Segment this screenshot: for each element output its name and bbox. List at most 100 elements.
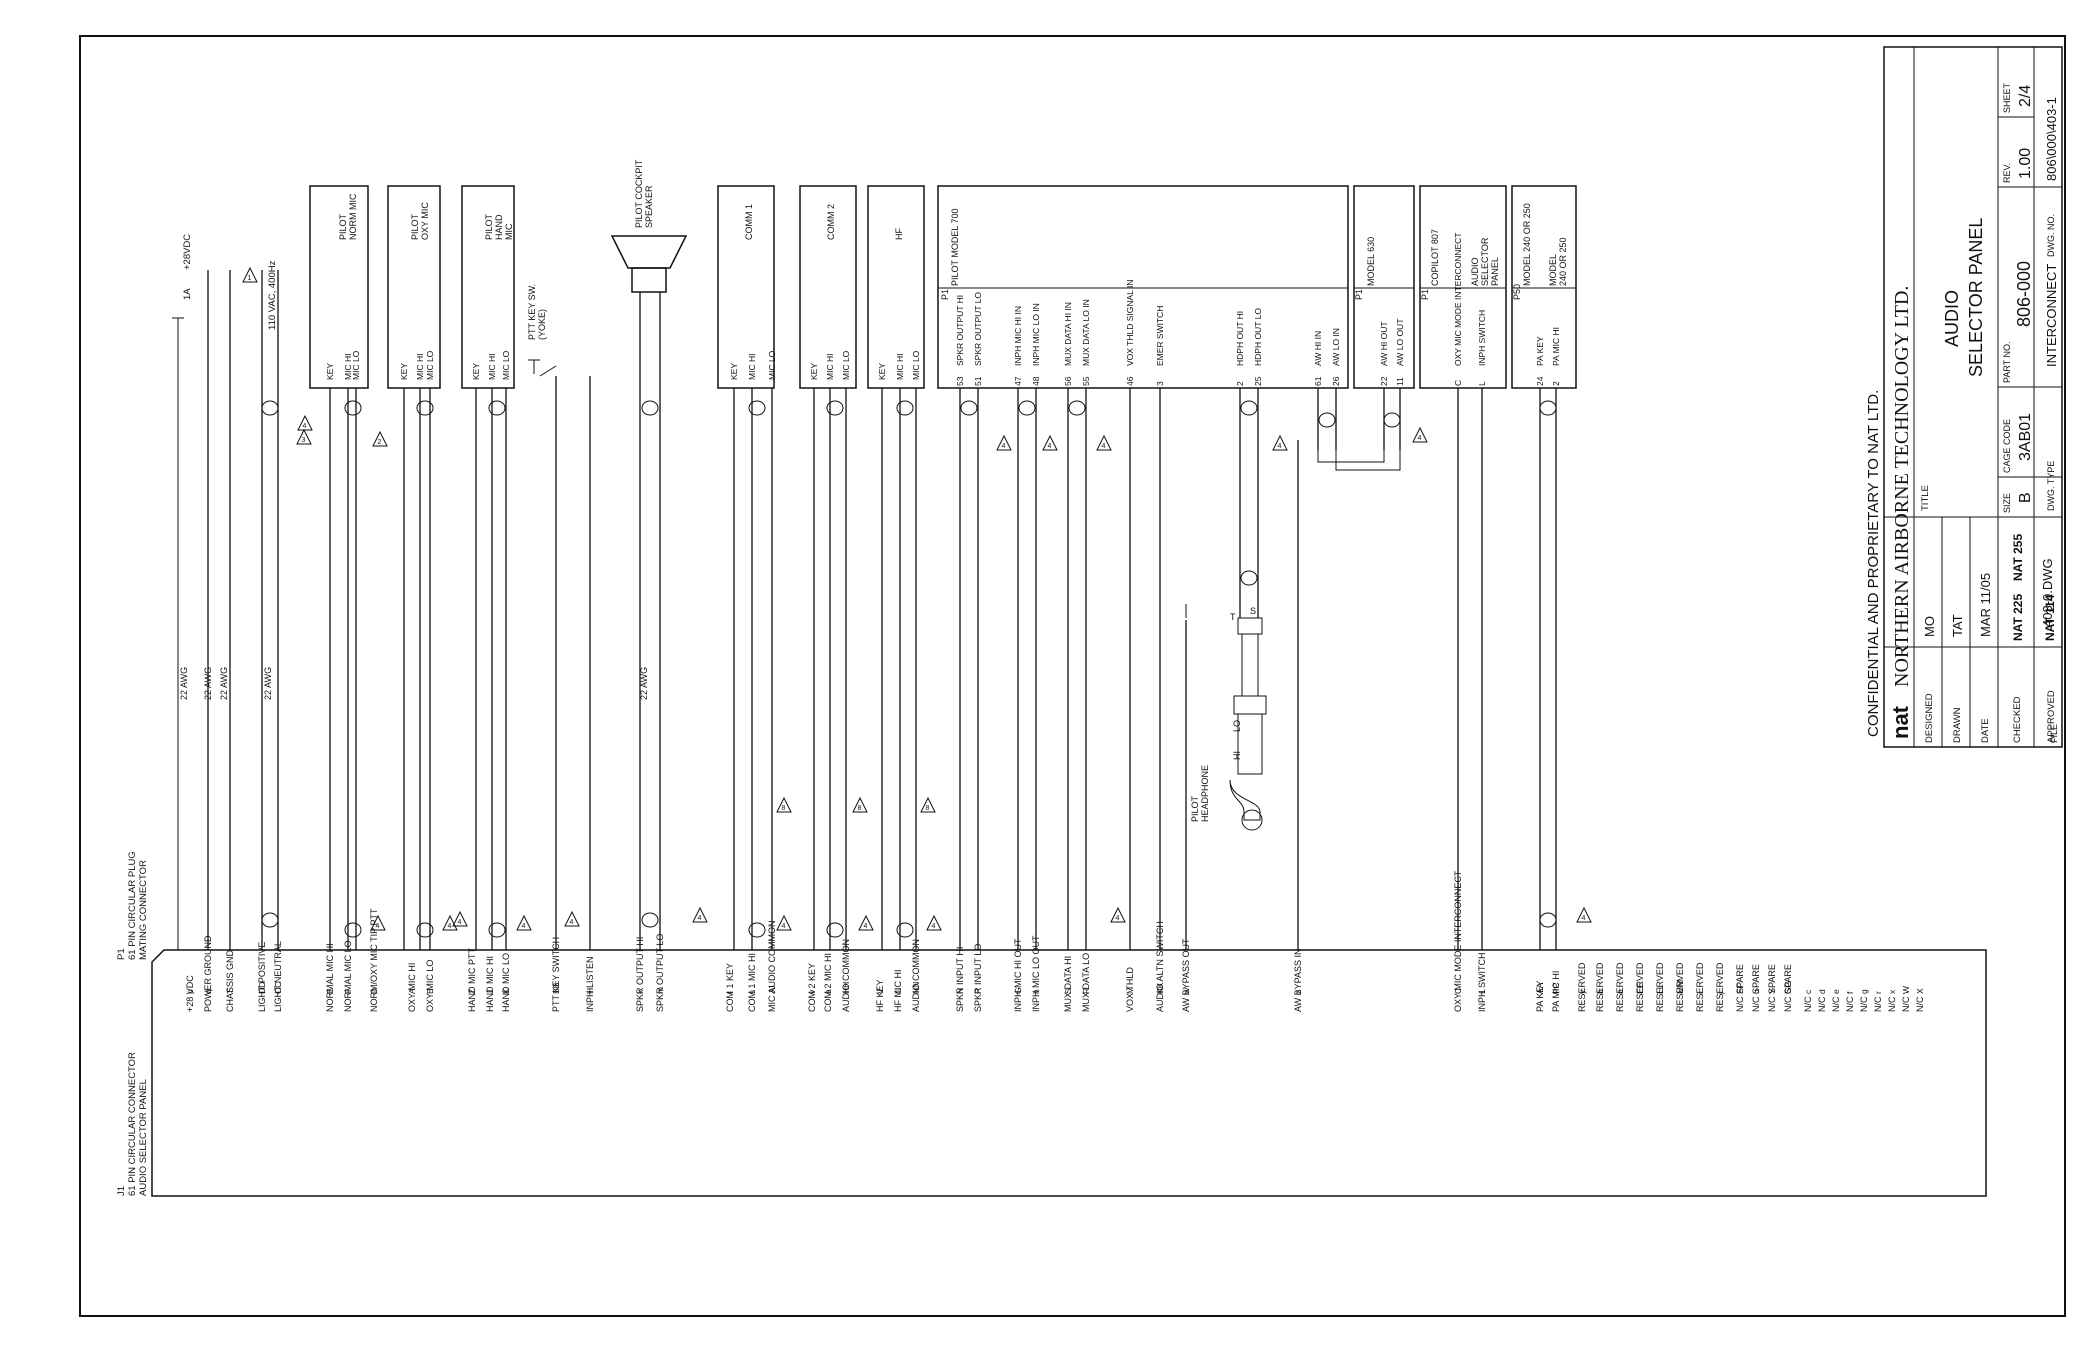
j1-pin-label-GG-group: N/C SPARE <box>1783 964 1793 1012</box>
j1-pin-label-n-group: RESERVED <box>1615 962 1625 1012</box>
j1-pin-label-M-group: VOX THLD <box>1125 967 1135 1012</box>
m630-pin-label-11-group: AW LO OUT <box>1395 319 1405 366</box>
headphone-label-2: HEADPHONE <box>1200 765 1210 822</box>
shield-low-hf <box>896 922 914 938</box>
device-pin-comm-2-0: KEY <box>809 363 819 380</box>
j1-pin-label-b: RESERVED <box>1595 962 1605 1012</box>
m700-pin-num-53: 53 <box>955 376 965 386</box>
j1-pin-label-i: RESERVED <box>1695 962 1705 1012</box>
nat-logo: nat <box>1888 705 1913 739</box>
j1-pin-label-x: N/C <box>1887 996 1897 1012</box>
pilot-headphone: PILOT HEADPHONE T S HI LO <box>1185 604 1267 831</box>
j1-pin-label-G-group: INPH MIC HI OUT <box>1013 938 1023 1012</box>
j1-pin-G: G <box>1013 987 1023 994</box>
note-comm-2-number: 4 <box>864 923 868 930</box>
device-pin-pilot-oxy-mic-2-group: MIC LO <box>425 350 435 380</box>
j1-pin-R: R <box>1081 988 1091 994</box>
j1-pin-MM-group: MM <box>1675 980 1685 994</box>
j1-pin-label-T-group: CHASSIS GND <box>225 949 235 1012</box>
j1-pin-label-L-group: INPH SWITCH <box>1477 953 1487 1013</box>
shield-low-comm-1 <box>748 922 766 938</box>
device-pin-comm-2-2: MIC LO <box>841 350 851 380</box>
device-box-hf <box>867 185 925 389</box>
j1-pin-label-k-group: SPKR OUTPUT HI <box>635 937 645 1012</box>
j1-pin-label-JJ: MIC AUDIO COMMON <box>767 921 777 1013</box>
m240-header-p50: P50 <box>1512 284 1522 300</box>
j1-pin-PP: PP <box>1551 982 1561 994</box>
note-m240-group: 4 <box>1576 906 1592 923</box>
device-title-comm-1-0-group: COMM 1 <box>744 204 754 240</box>
j1-pin-NN-group: NN <box>911 982 921 994</box>
size-value: B <box>2017 492 2034 503</box>
j1-pin-label-c-group: N/C <box>1803 996 1813 1012</box>
note-low-2 <box>692 906 708 923</box>
device-pin-hf-2-group: MIC LO <box>911 350 921 380</box>
note-oxy-mic-group: 2 <box>372 430 388 447</box>
j1-pin-n-group: n <box>1615 989 1625 994</box>
j1-pin-label-DD-group: LIGHT POSITIVE <box>257 942 267 1012</box>
note-m240-number: 4 <box>1582 915 1586 922</box>
j1-pin-label-PP: PA MIC HI <box>1551 971 1561 1012</box>
j1-pin-label-AA-group: PA KEY <box>1535 981 1545 1012</box>
device-title-pilot-oxy-mic-1-group: OXY MIC <box>420 202 430 240</box>
device-title-pilot-hand-mic-2: MIC <box>504 223 514 240</box>
m700-pin-num-26-group: 26 <box>1331 376 1341 386</box>
note-comm2-b <box>852 796 868 813</box>
shield-aw-out <box>1383 412 1401 428</box>
j1-pin-u: u <box>1751 989 1761 994</box>
j1-pin-label-L: INPH SWITCH <box>1477 953 1487 1013</box>
note-hf-group: 4 <box>926 914 942 931</box>
m700-pin-label-56-group: MUX DATA HI IN <box>1063 302 1073 366</box>
note-pilot-norm-mic-number: 4 <box>376 923 380 930</box>
shield-m700-spkr <box>960 400 978 416</box>
j1-pin-label-U-group: HF MIC HI <box>893 970 903 1013</box>
m700-pin-label-55-group: MUX DATA LO IN <box>1081 299 1091 366</box>
m700-pin-label-46-group: VOX THLD SIGNAL IN <box>1125 280 1135 366</box>
j1-pin-label-w-group: AW BYPASS OUT <box>1181 938 1191 1012</box>
note-norm-mic-group: 3 <box>296 428 312 445</box>
ptt-switch-line2: (YOKE) <box>537 309 547 340</box>
p1-label-line2: 61 PIN CIRCULAR PLUG <box>127 851 138 960</box>
j1-pin-H: H <box>585 988 595 994</box>
j1-pin-label-D: NORM/OXY MIC TIP PTT <box>369 908 379 1012</box>
j1-pin-E-group: E <box>325 988 335 994</box>
m700-header-p1: P1 <box>940 289 950 300</box>
part-value: 806-000 <box>2014 261 2034 327</box>
j1-pin-label-p-group: +28 VDC <box>185 975 195 1012</box>
date-label: DATE <box>1980 718 1991 743</box>
j1-pin-h: h <box>1031 989 1041 994</box>
m630-pin-label-22-group: AW HI OUT <box>1379 321 1389 366</box>
device-pin-pilot-norm-mic-1-group: MIC HI <box>343 354 353 380</box>
m700-pin-label-26-group: AW LO IN <box>1331 328 1341 366</box>
j1-pin-q-group: q <box>203 989 213 994</box>
m630-header-title: MODEL 630 <box>1366 237 1376 286</box>
m240-header-title: MODEL 240 OR 250 <box>1522 203 1532 286</box>
j1-pin-label-EE-group: RESERVED <box>1635 962 1645 1012</box>
note-pilot-hand-mic-group: 4 <box>516 914 532 931</box>
device-pin-hf-1: MIC HI <box>895 354 905 380</box>
speaker-cone <box>610 235 688 269</box>
m700-pin-label-3-group: EMER SWITCH <box>1155 306 1165 366</box>
j1-pin-m-group: m <box>655 987 665 994</box>
shield-pilot-norm-mic <box>344 400 362 416</box>
device-title-comm-2-0: COMM 2 <box>826 204 836 240</box>
shield-hf <box>896 400 914 416</box>
j1-pin-label-z-group: AW BYPASS IN <box>1293 948 1303 1012</box>
j1-pin-x-group: x <box>1887 989 1897 994</box>
device-title-pilot-hand-mic-0: PILOT <box>484 213 494 240</box>
m700-pin-num-53-group: 53 <box>955 376 965 386</box>
m700-pin-label-25: HDPH OUT LO <box>1253 308 1263 366</box>
j1-pin-v-group: v <box>807 989 817 994</box>
j1-pin-Z: Z <box>467 989 477 994</box>
j1-pin-u-group: u <box>1751 989 1761 994</box>
speaker-magnet <box>631 267 667 293</box>
drawn-value: TAT <box>1950 614 1965 637</box>
j1-pin-label-JJ-group: MIC AUDIO COMMON <box>767 921 777 1013</box>
note-m700-3-group: 4 <box>1096 434 1112 451</box>
j1-pin-i-group: i <box>1695 992 1705 994</box>
j1-pin-z-group: z <box>1293 990 1303 994</box>
device-box-pilot-norm-mic <box>309 185 369 389</box>
j1-pin-label-GG: N/C SPARE <box>1783 964 1793 1012</box>
j1-pin-b: b <box>1595 989 1605 994</box>
